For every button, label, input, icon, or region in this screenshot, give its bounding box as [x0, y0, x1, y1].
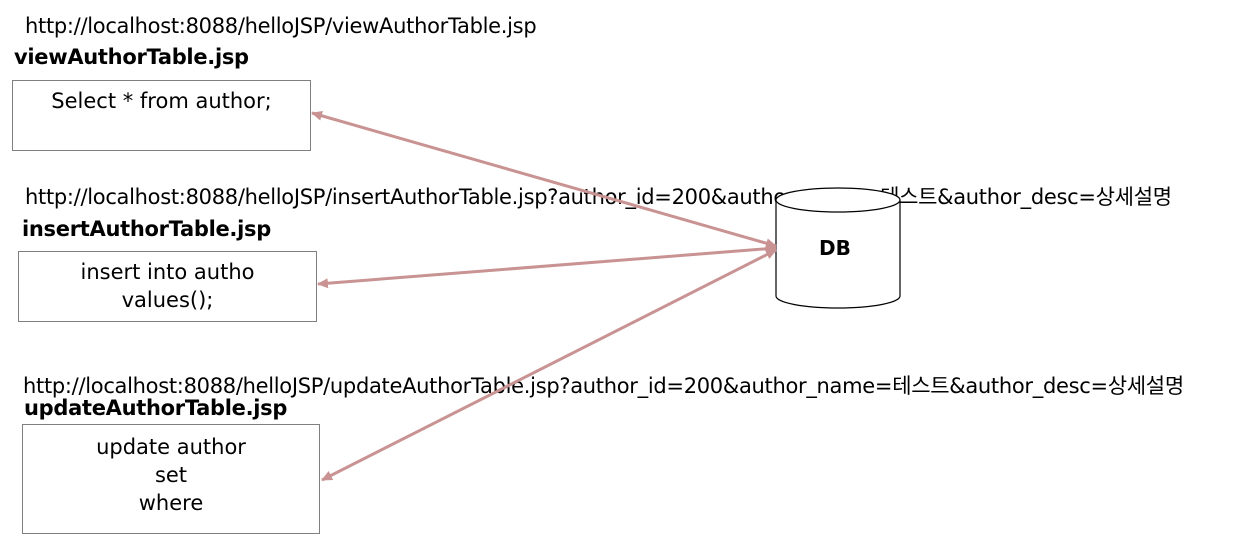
view-sql-box: Select * from author;: [12, 80, 311, 151]
insert-db-arrow: [317, 243, 777, 289]
insert-sql-box: insert into autho values();: [18, 251, 317, 322]
insert-page-title: insertAuthorTable.jsp: [22, 217, 271, 241]
insert-sql-text: insert into autho values();: [80, 260, 255, 312]
update-sql-text: update author set where: [96, 435, 246, 515]
db-cylinder-icon: [775, 187, 901, 309]
db-label: DB: [819, 236, 851, 260]
view-db-arrow: [311, 110, 777, 249]
view-url: http://localhost:8088/helloJSP/viewAutho…: [25, 14, 537, 38]
update-db-arrow: [321, 248, 777, 482]
view-page-title: viewAuthorTable.jsp: [14, 45, 249, 69]
view-sql-text: Select * from author;: [51, 89, 272, 113]
update-sql-box: update author set where: [22, 424, 320, 534]
update-page-title: updateAuthorTable.jsp: [24, 396, 288, 420]
